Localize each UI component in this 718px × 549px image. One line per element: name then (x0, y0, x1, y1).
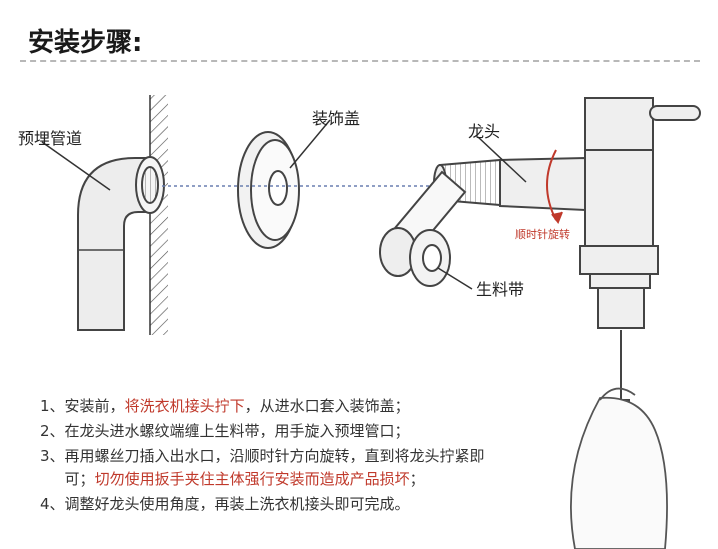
rotate-arrow (546, 149, 563, 225)
step-2: 2、 在龙头进水螺纹端缠上生料带，用手旋入预埋管口； (40, 422, 410, 440)
label-ptfe-tape: 生料带 (476, 280, 525, 299)
label-decorative-cover: 装饰盖 (312, 109, 361, 128)
step-3: 3、 再用螺丝刀插入出水口，沿顺时针方向旋转，直到将龙头拧紧即可；切勿使用扳手夹… (40, 447, 485, 488)
instruction-list: 1、 安装前，将洗衣机接头拧下，从进水口套入装饰盖； 2、 在龙头进水螺纹端缠上… (40, 395, 510, 518)
faucet-body (499, 97, 701, 329)
title-divider (20, 60, 700, 62)
embedded-pipe (77, 156, 165, 331)
decorative-cover (237, 131, 300, 249)
ptfe-tape-roll (379, 170, 467, 287)
wall (149, 95, 168, 335)
label-embedded-pipe: 预埋管道 (18, 129, 83, 148)
leader-lines (41, 119, 527, 290)
label-faucet: 龙头 (468, 122, 501, 141)
step-1: 1、 安装前，将洗衣机接头拧下，从进水口套入装饰盖； (40, 397, 410, 415)
label-clockwise: 顺时针旋转 (515, 228, 570, 241)
page-title: 安装步骤: (28, 28, 143, 58)
hand (570, 387, 668, 549)
step-4: 4、 调整好龙头使用角度，再装上洗衣机接头即可完成。 (40, 495, 410, 513)
